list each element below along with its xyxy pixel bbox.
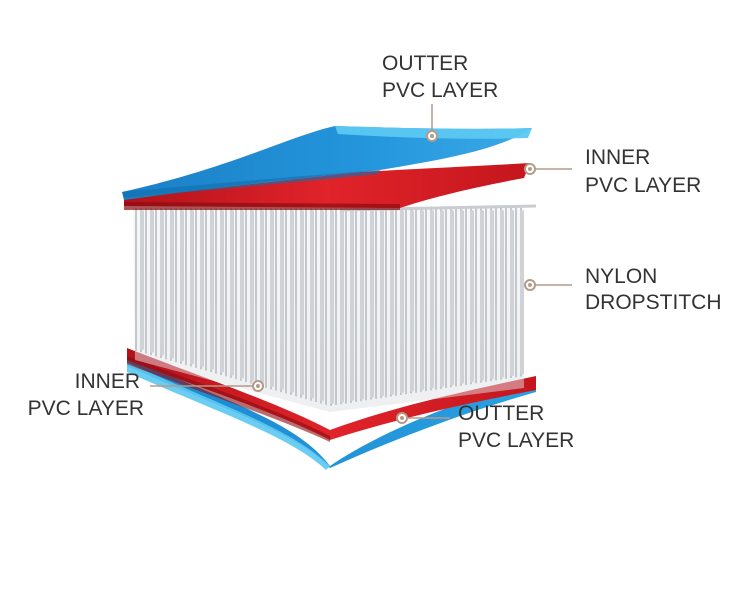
bottom-inner-label-line1: INNER xyxy=(75,370,140,393)
core-label-line1: NYLON xyxy=(585,265,657,288)
nylon-dropstitch-core xyxy=(133,204,537,412)
bottom-outer-label-line2: PVC LAYER xyxy=(458,429,574,452)
callout-nylon-dropstitch: NYLON DROPSTITCH xyxy=(524,265,722,314)
callout-top-outer-pvc: OUTTER PVC LAYER xyxy=(382,52,498,142)
top-inner-pvc-layer xyxy=(124,163,530,210)
top-inner-label-line1: INNER xyxy=(585,146,650,169)
callout-bottom-inner-pvc: INNER PVC LAYER xyxy=(28,370,264,420)
bottom-outer-pvc-layer xyxy=(127,356,536,470)
bottom-inner-label-line2: PVC LAYER xyxy=(28,397,144,420)
top-inner-label-line2: PVC LAYER xyxy=(585,174,701,197)
bottom-outer-label-line1: OUTTER xyxy=(458,402,544,425)
callout-bottom-outer-pvc: OUTTER PVC LAYER xyxy=(396,402,574,452)
bottom-inner-pvc-layer xyxy=(127,348,536,442)
callout-top-inner-pvc: INNER PVC LAYER xyxy=(524,146,701,197)
core-label-line2: DROPSTITCH xyxy=(585,291,722,314)
top-outer-label-line2: PVC LAYER xyxy=(382,79,498,102)
top-outer-label-line1: OUTTER xyxy=(382,52,468,75)
